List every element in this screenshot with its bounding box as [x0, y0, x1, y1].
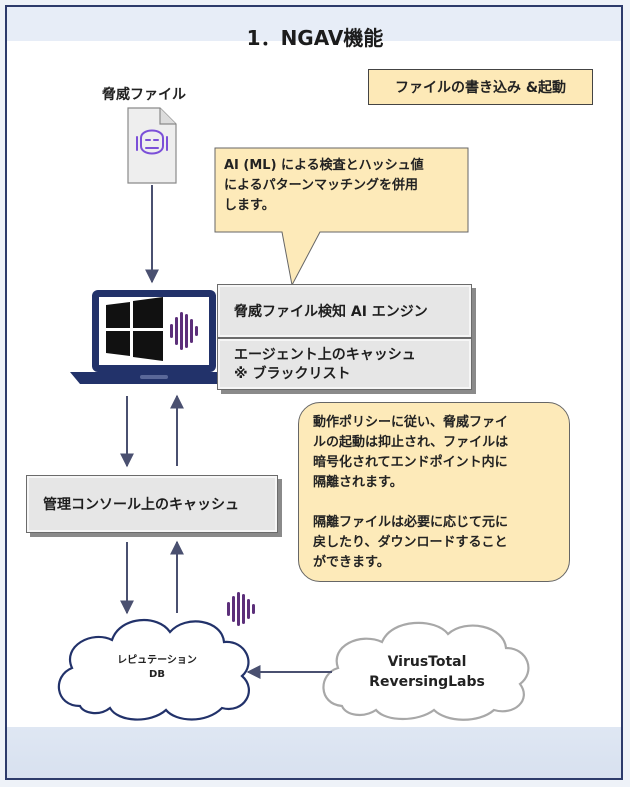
console-cache-box: 管理コンソール上のキャッシュ [26, 475, 278, 533]
agent-cache-box: エージェント上のキャッシュ ※ ブラックリスト [217, 338, 472, 390]
threat-detection-ai-engine: 脅威ファイル検知 AI エンジン [217, 284, 472, 338]
reputation-db-label: レピュテーション DB [117, 655, 197, 680]
brand-logo-icon [170, 312, 198, 350]
external-sources-label: VirusTotal ReversingLabs [369, 654, 485, 690]
db-brand-logo-icon [227, 592, 255, 626]
threat-file-icon [127, 107, 177, 184]
page-title: 1．NGAV機能 [246, 26, 384, 50]
windows-logo-icon [106, 297, 163, 361]
external-sources-cloud [322, 621, 530, 721]
policy-note: 動作ポリシーに従い、脅威ファイ ルの起動は抑止され、ファイルは 暗号化されてエン… [298, 402, 570, 582]
ai-inspection-callout: AI (ML) による検査とハッシュ値 によるパターンマッチングを併用 します。 [224, 158, 424, 213]
reputation-db-cloud [57, 619, 250, 721]
write-launch-tag: ファイルの書き込み &起動 [368, 69, 593, 105]
threat-file-label: 脅威ファイル [102, 87, 186, 103]
